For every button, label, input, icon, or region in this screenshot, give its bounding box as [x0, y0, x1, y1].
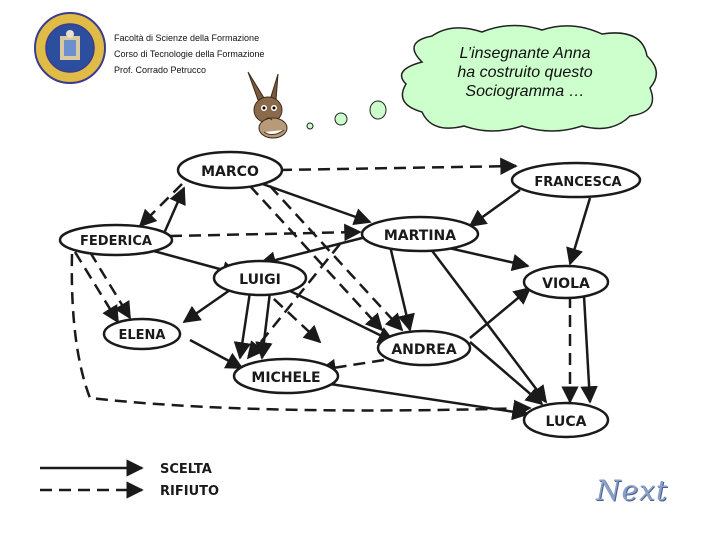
- professor-line: Prof. Corrado Petrucco: [114, 65, 207, 75]
- edge-choice: [469, 341, 544, 406]
- node-elena: ELENA: [102, 317, 182, 351]
- course-header: Facoltà di Scienze della Formazione Cors…: [114, 30, 264, 78]
- edge-choice: [182, 288, 231, 324]
- edge-choice: [189, 338, 244, 370]
- legend: SCELTA RIFIUTO: [40, 459, 219, 499]
- course-line: Corso di Tecnologie della Formazione: [114, 49, 265, 59]
- edge-rejection: [259, 285, 322, 344]
- sociogram-diagram: MARCO FRANCESCA FEDERICA MARTINA LUIGI V…: [40, 150, 642, 499]
- faculty-line: Facoltà di Scienze della Formazione: [114, 33, 260, 43]
- node-label-federica: FEDERICA: [80, 234, 152, 249]
- edge-choice: [233, 291, 252, 360]
- edge-choice: [388, 245, 415, 332]
- node-label-viola: VIOLA: [542, 276, 590, 292]
- node-viola: VIOLA: [522, 264, 610, 300]
- edge-rejection: [318, 358, 385, 377]
- edge-choice: [279, 284, 396, 344]
- thought-line-2: ha costruito questo: [457, 64, 593, 81]
- edge-rejection: [279, 157, 518, 176]
- thought-line-1: L’insegnante Anna: [459, 45, 591, 62]
- edge-rejection: [73, 251, 120, 324]
- edge-choice: [566, 197, 592, 266]
- node-michele: MICHELE: [232, 357, 340, 395]
- node-label-francesca: FRANCESCA: [534, 175, 621, 190]
- edge-rejection: [70, 253, 532, 418]
- edge-choice: [469, 286, 532, 339]
- node-luigi: LUIGI: [212, 259, 308, 297]
- edge-choice: [439, 244, 530, 272]
- edge-choice: [468, 188, 521, 228]
- node-label-andrea: ANDREA: [391, 342, 457, 358]
- university-seal-logo: [34, 12, 106, 84]
- node-marco: MARCO: [176, 150, 284, 190]
- node-label-martina: MARTINA: [384, 228, 456, 244]
- edge-choice: [329, 382, 530, 421]
- thought-line-3: Sociogramma …: [465, 83, 585, 100]
- edge-choice: [255, 291, 273, 360]
- node-martina: MARTINA: [360, 215, 480, 253]
- edge-choice: [429, 247, 548, 404]
- node-label-luca: LUCA: [546, 414, 587, 430]
- edge-rejection: [249, 185, 384, 332]
- legend-rejection-label: RIFIUTO: [160, 484, 219, 499]
- node-label-luigi: LUIGI: [239, 272, 281, 288]
- edge-choice: [580, 295, 598, 404]
- node-andrea: ANDREA: [376, 329, 472, 367]
- node-luca: LUCA: [522, 401, 610, 439]
- next-button[interactable]: Next: [596, 474, 669, 507]
- node-label-elena: ELENA: [119, 328, 166, 343]
- edge-choice: [160, 186, 186, 239]
- edge-choice: [258, 234, 371, 269]
- edge-rejection: [88, 251, 132, 320]
- edge-rejection: [169, 223, 362, 242]
- thought-cloud: [400, 24, 657, 132]
- edge-rejection: [269, 185, 404, 332]
- node-label-michele: MICHELE: [251, 370, 320, 386]
- node-francesca: FRANCESCA: [510, 161, 642, 199]
- node-label-marco: MARCO: [201, 164, 259, 180]
- thought-text: L’insegnante Anna ha costruito questo So…: [420, 44, 630, 101]
- thought-bubbles: [306, 100, 387, 130]
- legend-choice-label: SCELTA: [160, 462, 212, 477]
- node-federica: FEDERICA: [58, 223, 174, 257]
- donkey-character-image: [247, 71, 288, 139]
